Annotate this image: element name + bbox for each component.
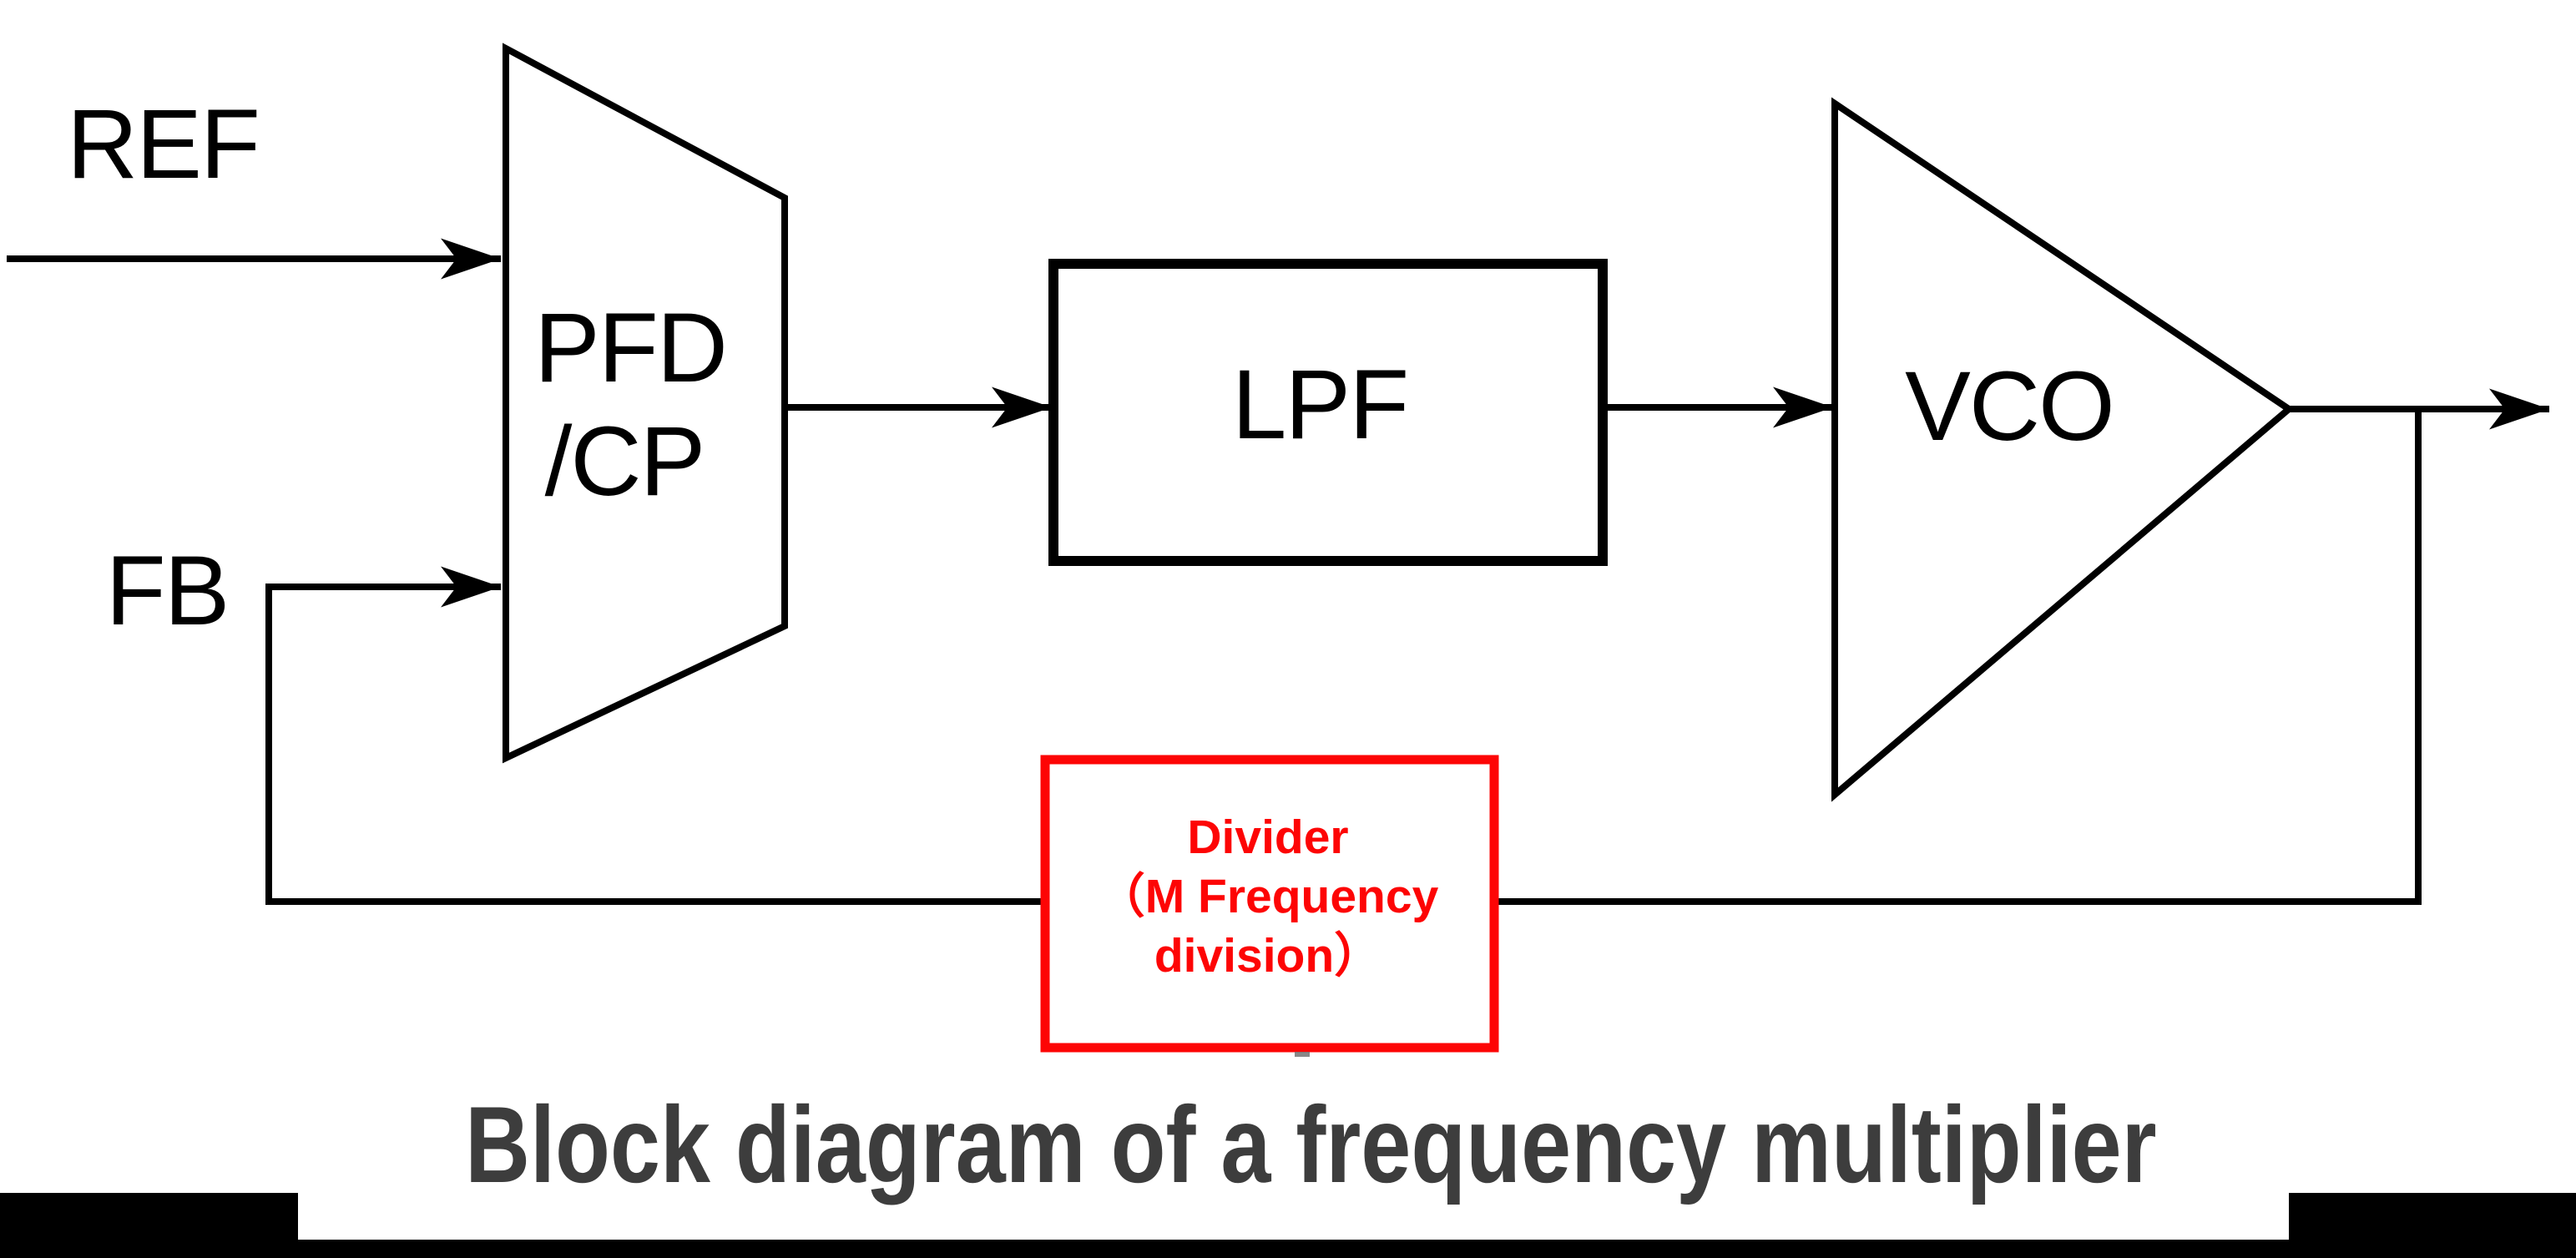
divider-block	[1040, 755, 1499, 1053]
divider-label-line1: Divider	[1187, 811, 1348, 864]
fb-label: FB	[106, 536, 229, 646]
caption-title: Block diagram of a frequency multiplier	[465, 1085, 2156, 1206]
vco-block	[1831, 97, 2295, 802]
smudge-artifact	[1295, 1052, 1310, 1057]
lpf-label: LPF	[1232, 350, 1407, 460]
vco-label: VCO	[1905, 351, 2114, 462]
divider-label-line3: division）	[1154, 929, 1381, 983]
pfd-cp-block	[503, 43, 788, 764]
ref-label: REF	[67, 89, 259, 200]
pfd-cp-label-line2: /CP	[545, 407, 705, 517]
feedback-path-arrow	[265, 409, 2422, 905]
bottom-black-strip	[0, 1240, 2576, 1258]
divider-label-line2: （M Frequency	[1098, 870, 1439, 923]
pfd-cp-label-line1: PFD	[534, 293, 726, 403]
lpf-block	[1048, 259, 1608, 566]
caption-group: Block diagram of a frequency multiplier	[465, 1085, 2156, 1206]
